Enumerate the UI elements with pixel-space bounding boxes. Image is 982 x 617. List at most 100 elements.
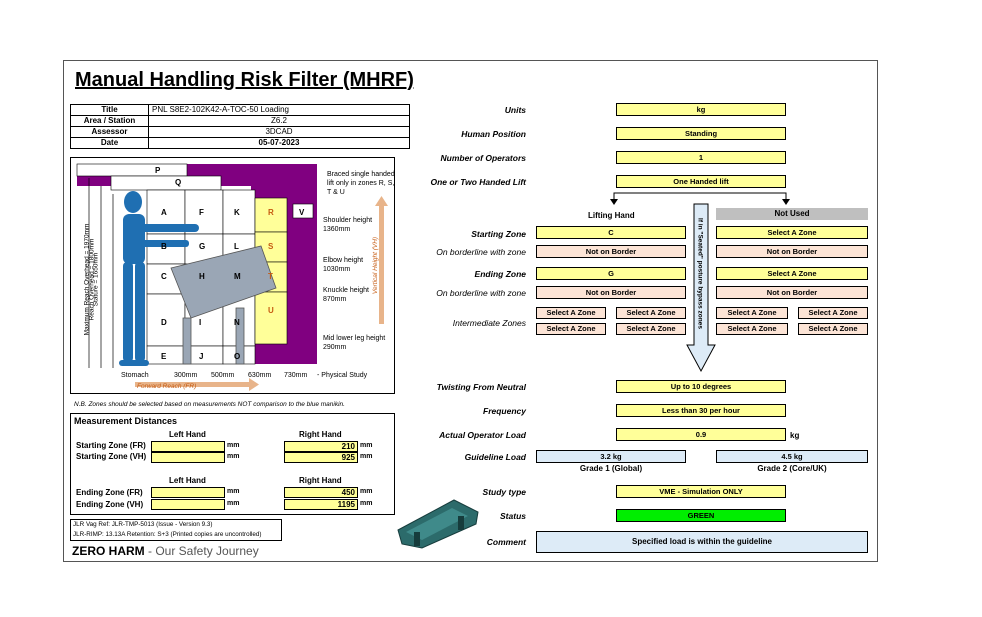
load-label: Actual Operator Load (439, 430, 526, 440)
zone-label: L (234, 242, 239, 251)
operators-select[interactable]: 1 (616, 151, 786, 164)
grade1-caption: Grade 1 (Global) (579, 464, 643, 473)
seated-bypass-note: If in "Seated" posture bypass zones (696, 218, 704, 329)
border-select-2[interactable]: Not on Border (716, 245, 868, 258)
ending-zone-label: Ending Zone (474, 269, 526, 279)
zone-label: M (234, 272, 241, 281)
zone-q-cell (110, 175, 222, 191)
intermediate-zone-select[interactable]: Select A Zone (798, 307, 868, 319)
load-unit: kg (790, 431, 800, 440)
lifting-hand-header: Lifting Hand (588, 211, 635, 220)
intermediate-zone-select[interactable]: Select A Zone (616, 307, 686, 319)
border-label: On borderline with zone (436, 288, 526, 298)
x-label: Stomach (121, 372, 149, 379)
info-label: Date (70, 137, 149, 149)
start-fr-left-input[interactable] (151, 441, 225, 452)
start-vh-left-input[interactable] (151, 452, 225, 463)
zone-label: E (161, 352, 167, 361)
zone-label: H (199, 272, 205, 281)
not-used-header: Not Used (716, 208, 868, 220)
zone-label: B (161, 242, 167, 251)
intermediate-zone-select[interactable]: Select A Zone (536, 323, 606, 335)
intermediate-label: Intermediate Zones (452, 318, 526, 328)
end-vh-left-input[interactable] (151, 499, 225, 510)
intermediate-zone-select[interactable]: Select A Zone (616, 323, 686, 335)
x-label: 300mm (174, 372, 198, 379)
branch-arrows (610, 192, 790, 205)
operators-label: Number of Operators (440, 153, 527, 163)
intermediate-zone-select[interactable]: Select A Zone (536, 307, 606, 319)
ending-zone-select-2[interactable]: Select A Zone (716, 267, 868, 280)
border-select-4[interactable]: Not on Border (716, 286, 868, 299)
frequency-label: Frequency (483, 406, 526, 416)
forward-reach-label: Forward Reach (FR) (137, 383, 197, 390)
unit-label: mm (360, 442, 373, 449)
zone-label: F (199, 208, 204, 217)
lift-select[interactable]: One Handed lift (616, 175, 786, 188)
status-label: Status (500, 511, 526, 521)
sheet-frame (63, 60, 878, 562)
comment-label: Comment (486, 537, 526, 547)
left-hand-header: Left Hand (169, 476, 206, 485)
border-select-3[interactable]: Not on Border (536, 286, 686, 299)
position-label: Human Position (461, 129, 526, 139)
lift-label: One or Two Handed Lift (430, 177, 526, 187)
zone-label: A (161, 208, 167, 217)
intermediate-zone-select[interactable]: Select A Zone (716, 323, 788, 335)
zone-label: J (199, 352, 204, 361)
starting-zone-select-2[interactable]: Select A Zone (716, 226, 868, 239)
shoulder-height-label: Shoulder height 1360mm (323, 217, 373, 233)
x-label: 500mm (211, 372, 235, 379)
elbow-height-label: Elbow height 1030mm (323, 257, 364, 273)
end-fr-left-input[interactable] (151, 487, 225, 498)
vertical-height-arrow (379, 204, 384, 324)
page-title: Manual Handling Risk Filter (MHRF) (75, 69, 414, 91)
brand-tagline: - Our Safety Journey (144, 544, 259, 558)
guideline-label: Guideline Load (464, 452, 526, 462)
measurement-row-label: Starting Zone (VH) (76, 452, 147, 461)
intermediate-zone-select[interactable]: Select A Zone (716, 307, 788, 319)
units-select[interactable]: kg (616, 103, 786, 116)
reference-box: JLR Vag Ref: JLR-TMP-5013 (Issue - Versi… (70, 519, 282, 541)
info-value[interactable]: Z6.2 (148, 115, 410, 127)
units-label: Units (504, 105, 526, 115)
part-thumbnail (397, 499, 479, 549)
vertical-height-label: Vertical Height (VH) (372, 236, 380, 295)
twisting-select[interactable]: Up to 10 degrees (616, 380, 786, 393)
start-vh-right-input[interactable]: 925 (284, 452, 358, 463)
measurement-row-label: Ending Zone (VH) (76, 500, 144, 509)
starting-zone-label: Starting Zone (471, 229, 526, 239)
comment-box: Specified load is within the guideline (536, 531, 868, 553)
starting-zone-select[interactable]: C (536, 226, 686, 239)
measurement-panel: Measurement Distances Left Hand Right Ha… (70, 413, 395, 515)
info-label: Assessor (70, 126, 149, 138)
unit-label: mm (360, 500, 373, 507)
zone-label: O (234, 352, 241, 361)
x-label: 730mm (284, 372, 308, 379)
seated-bypass-arrow (686, 203, 716, 373)
zone-diagram-svg (76, 163, 388, 391)
twisting-label: Twisting From Neutral (436, 382, 526, 392)
unit-label: mm (227, 488, 240, 495)
end-fr-right-input[interactable]: 450 (284, 487, 358, 498)
frequency-select[interactable]: Less than 30 per hour (616, 404, 786, 417)
zone-label: T (268, 272, 273, 281)
zone-diagram: P Q A F K R V B G L S C H M T D I N U E … (70, 157, 395, 394)
unit-label: mm (360, 488, 373, 495)
load-input[interactable]: 0.9 (616, 428, 786, 441)
border-select[interactable]: Not on Border (536, 245, 686, 258)
zone-label: R (268, 208, 274, 217)
info-value[interactable]: 05-07-2023 (148, 137, 410, 149)
ending-zone-select[interactable]: G (536, 267, 686, 280)
position-select[interactable]: Standing (616, 127, 786, 140)
study-type-select[interactable]: VME - Simulation ONLY (616, 485, 786, 498)
right-hand-header: Right Hand (299, 476, 342, 485)
start-fr-right-input[interactable]: 210 (284, 441, 358, 452)
zone-label: K (234, 208, 240, 217)
zones-note: N.B. Zones should be selected based on m… (74, 401, 345, 408)
intermediate-zone-select[interactable]: Select A Zone (798, 323, 868, 335)
end-vh-right-input[interactable]: 1195 (284, 499, 358, 510)
